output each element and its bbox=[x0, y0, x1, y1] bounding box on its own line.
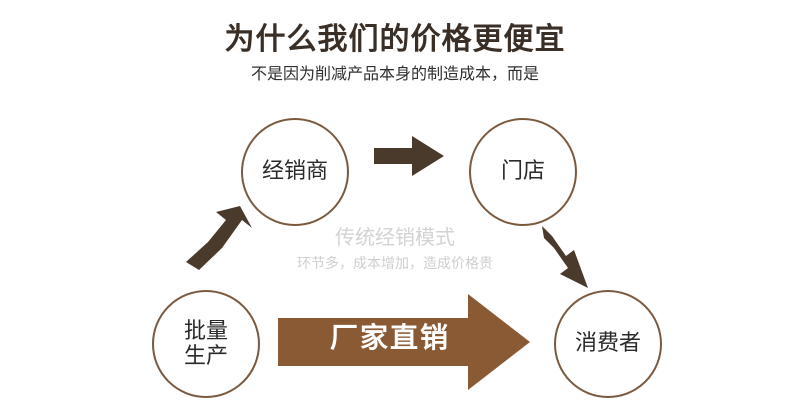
node-production-label-line2: 生产 bbox=[183, 344, 228, 369]
arrow-production-to-distributor bbox=[186, 206, 252, 270]
traditional-mode-title: 传统经销模式 bbox=[335, 225, 455, 249]
traditional-mode-subtitle: 环节多，成本增加，造成价格贵 bbox=[297, 256, 493, 272]
page-subtitle: 不是因为削减产品本身的制造成本，而是 bbox=[250, 64, 539, 83]
node-consumer: 消费者 bbox=[554, 290, 662, 398]
node-distributor-label: 经销商 bbox=[261, 159, 328, 185]
node-store-label: 门店 bbox=[500, 159, 545, 185]
arrow-store-to-consumer bbox=[542, 226, 588, 288]
node-production-label-line1: 批量 bbox=[183, 318, 228, 344]
node-distributor: 经销商 bbox=[241, 118, 349, 226]
arrow-distributor-to-store bbox=[374, 136, 444, 176]
node-consumer-label: 消费者 bbox=[574, 331, 641, 357]
arrow-direct-sale bbox=[278, 294, 530, 390]
node-production: 批量 生产 bbox=[152, 290, 260, 398]
node-store: 门店 bbox=[469, 118, 577, 226]
direct-sale-label: 厂家直销 bbox=[329, 321, 450, 354]
page-title: 为什么我们的价格更便宜 bbox=[224, 22, 566, 57]
